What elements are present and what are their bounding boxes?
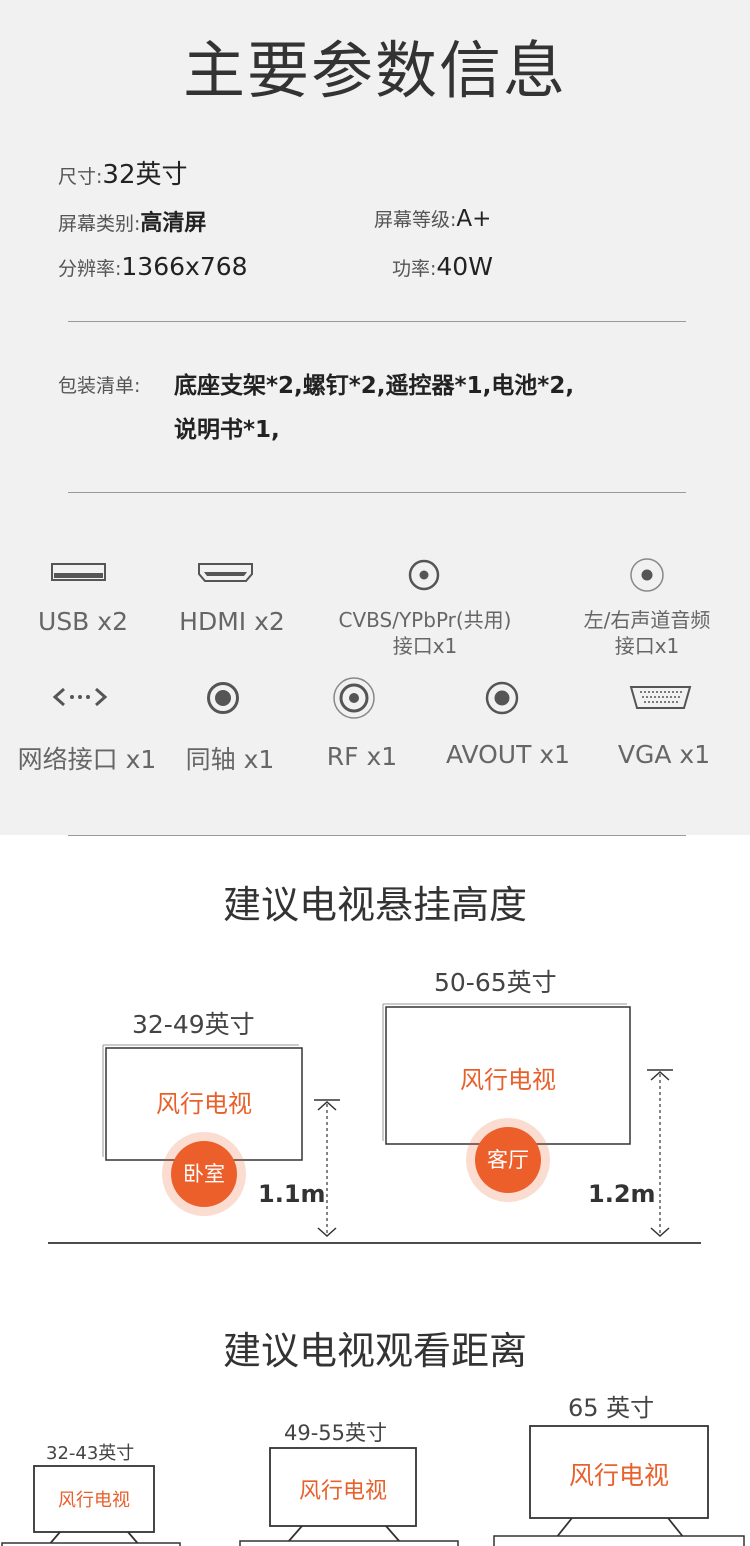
size-label: 尺寸:	[58, 166, 103, 188]
small-tv-brand: 风行电视	[156, 1090, 252, 1118]
viewing-distance-title: 建议电视观看距离	[222, 1329, 527, 1373]
tv-size-1-label: 32-43英寸	[46, 1443, 135, 1464]
living-room-badge: 客厅	[475, 1127, 541, 1193]
tv-3-brand: 风行电视	[568, 1461, 669, 1490]
large-tv-size-label: 50-65英寸	[434, 968, 557, 997]
cvbs-label-line-2: 接口x1	[392, 634, 458, 658]
large-height-arrow	[647, 1069, 673, 1238]
audio-jack-icon	[630, 558, 664, 592]
page-title: 主要参数信息	[182, 34, 567, 107]
screen-grade-value: A+	[456, 206, 492, 232]
power-value: 40W	[436, 252, 493, 281]
package-label: 包装清单:	[58, 375, 141, 397]
divider	[68, 835, 686, 836]
screen-type-row: 屏幕类别:高清屏	[58, 205, 206, 237]
rf-label: RF x1	[326, 742, 398, 771]
large-height-label: 1.2m	[588, 1180, 656, 1208]
small-height-arrow	[314, 1099, 340, 1238]
tv-1	[1, 1465, 181, 1546]
small-tv-size-label: 32-49英寸	[132, 1010, 255, 1039]
distance-diagram	[1, 1425, 745, 1546]
divider	[68, 321, 686, 322]
audio-label-line-2: 接口x1	[614, 634, 680, 658]
mount-diagram	[48, 1003, 701, 1244]
screen-type-value: 高清屏	[140, 211, 207, 236]
avout-icon	[485, 681, 519, 715]
cvbs-label-line-1: CVBS/YPbPr(共用)	[338, 608, 512, 632]
tv-2-brand: 风行电视	[298, 1479, 387, 1504]
vga-icon	[629, 686, 692, 709]
tv-1-brand: 风行电视	[58, 1490, 130, 1511]
rf-icon	[333, 677, 375, 719]
screen-grade-row: 屏幕等级:A+	[374, 205, 491, 232]
power-label: 功率:	[392, 258, 437, 280]
network-icon	[52, 687, 108, 707]
mount-height-title: 建议电视悬挂高度	[222, 883, 527, 927]
audio-label-line-1: 左/右声道音频	[583, 608, 711, 632]
resolution-value: 1366x768	[121, 252, 248, 281]
large-tv-brand: 风行电视	[460, 1066, 556, 1094]
coaxial-label: 同轴 x1	[185, 745, 275, 774]
screen-grade-label: 屏幕等级:	[374, 209, 457, 231]
tv-3	[493, 1425, 745, 1546]
power-row: 功率:40W	[392, 252, 493, 281]
package-line-2: 说明书*1,	[174, 417, 280, 443]
resolution-label: 分辨率:	[58, 258, 122, 280]
small-height-label: 1.1m	[258, 1180, 326, 1208]
resolution-row: 分辨率:1366x768	[58, 252, 248, 281]
bedroom-badge: 卧室	[171, 1141, 237, 1207]
network-label: 网络接口 x1	[17, 745, 157, 774]
cvbs-icon	[408, 559, 440, 591]
size-row: 尺寸:32英寸	[58, 154, 188, 191]
usb-label: USB x2	[38, 607, 128, 636]
usb-icon	[51, 563, 106, 581]
tv-size-2-label: 49-55英寸	[284, 1421, 388, 1445]
package-line-1: 底座支架*2,螺钉*2,遥控器*1,电池*2,	[174, 373, 575, 399]
avout-label: AVOUT x1	[445, 740, 571, 769]
vga-label: VGA x1	[617, 740, 711, 769]
tv-size-3-label: 65 英寸	[568, 1394, 655, 1422]
spec-panel: 主要参数信息 尺寸:32英寸 屏幕类别:高清屏 屏幕等级:A+ 分辨率:1366…	[0, 0, 750, 835]
screen-type-label: 屏幕类别:	[58, 213, 141, 235]
hdmi-label: HDMI x2	[179, 607, 285, 636]
size-value: 32英寸	[102, 160, 188, 190]
tv-2	[239, 1447, 459, 1546]
large-tv-screen	[385, 1006, 631, 1145]
hdmi-icon	[198, 563, 253, 582]
divider	[68, 492, 686, 493]
coaxial-icon	[207, 682, 239, 714]
